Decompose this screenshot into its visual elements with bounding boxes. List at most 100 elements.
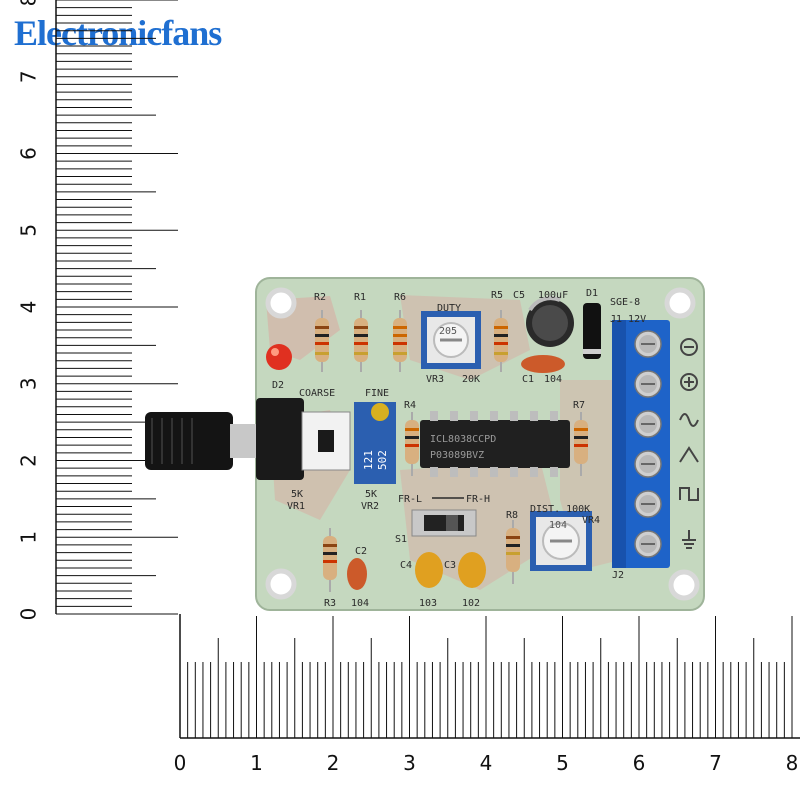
label-vr3: VR3 — [426, 374, 444, 385]
label-vr4: VR4 — [582, 515, 600, 526]
terminal-screw — [634, 490, 662, 518]
trimmer-vr2-marking-b: 502 — [376, 450, 389, 470]
chip-marking-line2: P03089BVZ — [430, 450, 484, 461]
resistor-r4 — [405, 412, 419, 476]
resistor-r7 — [574, 412, 588, 476]
ic-pin — [530, 467, 538, 477]
horizontal-ruler-label: 3 — [403, 751, 416, 775]
mounting-hole — [265, 287, 297, 319]
led-d2 — [266, 344, 292, 370]
ic-pins — [430, 411, 558, 477]
terminal-screw — [634, 330, 662, 358]
ic-chip-icl8038: ICL8038CCPD P03089BVZ — [420, 411, 570, 477]
mounting-hole — [664, 287, 696, 319]
ic-pin — [550, 467, 558, 477]
vertical-ruler-label: 1 — [17, 531, 41, 544]
label-j2: J2 — [612, 570, 624, 581]
label-fine: FINE — [365, 388, 389, 399]
label-c5: C5 — [513, 290, 525, 301]
trimmer-vr2-marking-a: 121 — [362, 450, 375, 470]
vertical-ruler-label: 4 — [17, 301, 41, 314]
label-vr2-value: 5K — [365, 489, 377, 500]
label-c5-value: 100uF — [538, 290, 568, 301]
ic-pin — [510, 411, 518, 421]
label-fr-h: FR-H — [466, 494, 490, 505]
resistor-r8 — [506, 520, 520, 584]
terminal-screw — [634, 450, 662, 478]
label-dist: DIST. 100K — [530, 504, 590, 515]
sine-wave-icon — [679, 413, 699, 427]
ic-pin — [450, 411, 458, 421]
diode-d1 — [583, 303, 601, 359]
trimmer-vr4-marking: 104 — [549, 520, 567, 531]
square-wave-icon — [679, 487, 699, 501]
label-c4-value: 103 — [419, 598, 437, 609]
trimmer-vr2: 121 502 — [354, 402, 396, 484]
label-r2: R2 — [314, 292, 326, 303]
vertical-ruler-label: 8 — [17, 0, 41, 6]
vertical-ruler-label: 3 — [17, 377, 41, 390]
label-d2: D2 — [272, 380, 284, 391]
label-r1: R1 — [354, 292, 366, 303]
horizontal-ruler-label: 5 — [556, 751, 569, 775]
ic-pin — [550, 411, 558, 421]
ic-pin — [470, 467, 478, 477]
vertical-ruler-label: 2 — [17, 454, 41, 467]
label-fr-l: FR-L — [398, 494, 422, 505]
horizontal-ruler-label: 6 — [633, 751, 646, 775]
horizontal-ruler-label: 8 — [786, 751, 799, 775]
horizontal-ruler-label: 4 — [480, 751, 493, 775]
resistor-r1 — [354, 310, 368, 372]
resistor-r3 — [323, 528, 337, 592]
ic-pin — [450, 467, 458, 477]
output-symbols — [679, 338, 699, 549]
terminal-screws — [634, 330, 662, 558]
label-vr1-value: 5K — [291, 489, 303, 500]
potentiometer-vr1 — [145, 398, 351, 480]
ic-pin — [430, 467, 438, 477]
chip-marking-line1: ICL8038CCPD — [430, 434, 496, 445]
resistor-r5 — [494, 310, 508, 372]
label-j1: J1 12V — [610, 314, 646, 325]
terminal-screw — [634, 530, 662, 558]
horizontal-ruler-label: 7 — [709, 751, 722, 775]
resistor-r6 — [393, 310, 407, 372]
label-r7: R7 — [573, 400, 585, 411]
horizontal-ruler-label: 2 — [327, 751, 340, 775]
label-vr3-value: 20K — [462, 374, 480, 385]
terminal-screw — [634, 410, 662, 438]
minus-symbol-icon — [680, 338, 698, 356]
silkscreen-labels: R2 R1 R6 DUTY R5 C5 100uF D1 SGE-8 J1 12… — [272, 288, 646, 609]
label-r4: R4 — [404, 400, 416, 411]
label-d1: D1 — [586, 288, 598, 299]
label-c3: C3 — [444, 560, 456, 571]
capacitor-c5 — [526, 296, 574, 347]
pcb-board: 121 502 ICL8038CCPD P03089BVZ — [145, 277, 705, 611]
label-r3: R3 — [324, 598, 336, 609]
triangle-wave-icon — [679, 446, 699, 463]
horizontal-ruler: 0 1 2 3 4 5 6 7 8 — [174, 614, 800, 775]
label-r6: R6 — [394, 292, 406, 303]
label-c1-value: 104 — [544, 374, 562, 385]
terminal-block — [612, 320, 670, 568]
capacitor-c2 — [347, 558, 367, 590]
horizontal-ruler-label: 1 — [250, 751, 263, 775]
label-duty: DUTY — [437, 303, 461, 314]
label-c4: C4 — [400, 560, 412, 571]
label-r8: R8 — [506, 510, 518, 521]
ic-pin — [510, 467, 518, 477]
label-vr2: VR2 — [361, 501, 379, 512]
label-c2-value: 104 — [351, 598, 369, 609]
vertical-ruler-label: 0 — [17, 608, 41, 621]
vertical-ruler-label: 5 — [17, 224, 41, 237]
plus-symbol-icon — [680, 373, 698, 391]
horizontal-ruler-label: 0 — [174, 751, 187, 775]
ic-pin — [470, 411, 478, 421]
ic-pin — [430, 411, 438, 421]
resistor-r2 — [315, 310, 329, 372]
trimmer-vr4 — [530, 511, 592, 571]
capacitor-c4 — [415, 552, 443, 588]
label-s1: S1 — [395, 534, 407, 545]
label-c1: C1 — [522, 374, 534, 385]
